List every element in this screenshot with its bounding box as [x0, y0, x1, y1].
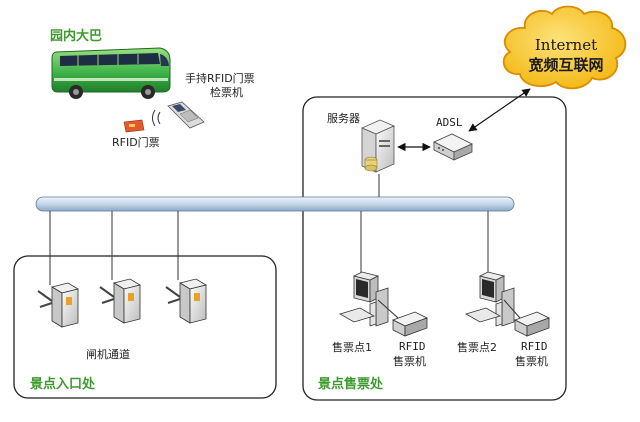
bus-label: 园内大巴: [50, 28, 102, 44]
rfid-machine-1-line2: 售票机: [393, 354, 426, 368]
server-icon: [361, 119, 395, 173]
computer-icon: [464, 271, 515, 327]
turnstile-icon: [99, 278, 142, 324]
entrance-group-frame: [13, 255, 277, 399]
rfid-ticket-label: RFID门票: [112, 135, 160, 149]
internet-label: Internet: [535, 36, 597, 54]
adsl-internet-link: [468, 88, 531, 132]
rfid-ticket-icon: [123, 119, 145, 133]
entrance-label: 景点入口处: [30, 376, 96, 392]
pos1-label: 售票点1: [332, 340, 372, 354]
rfid-machine-2-line1: RFID: [521, 340, 548, 353]
handheld-label-line1: 手持RFID门票: [185, 71, 255, 85]
turnstile-icon: [165, 278, 208, 324]
bus-icon: [51, 47, 171, 99]
server-label: 服务器: [327, 112, 360, 125]
ticket-office-label: 景点售票处: [318, 376, 384, 392]
adsl-modem-icon: [433, 133, 473, 161]
gate-channel-label: 闸机通道: [86, 347, 130, 361]
pos2-label: 售票点2: [457, 340, 497, 354]
ticket-office-group-frame: [302, 96, 567, 401]
network-backbone: [35, 196, 515, 212]
handheld-label-line2: 检票机: [210, 85, 243, 99]
broadband-label: 宽频互联网: [527, 56, 603, 74]
pos1-machine-link: [377, 299, 399, 319]
rfid-machine-1-line1: RFID: [399, 340, 426, 353]
handheld-scanner-icon: [152, 101, 205, 129]
turnstile-icon: [37, 282, 80, 328]
adsl-label: ADSL: [436, 116, 463, 129]
cloud-icon: [502, 5, 627, 90]
computer-icon: [338, 271, 389, 327]
ticket-machine-icon: [513, 311, 551, 337]
rfid-machine-2-line2: 售票机: [515, 354, 548, 368]
pos2-machine-link: [503, 299, 521, 319]
ticket-machine-icon: [391, 311, 429, 337]
